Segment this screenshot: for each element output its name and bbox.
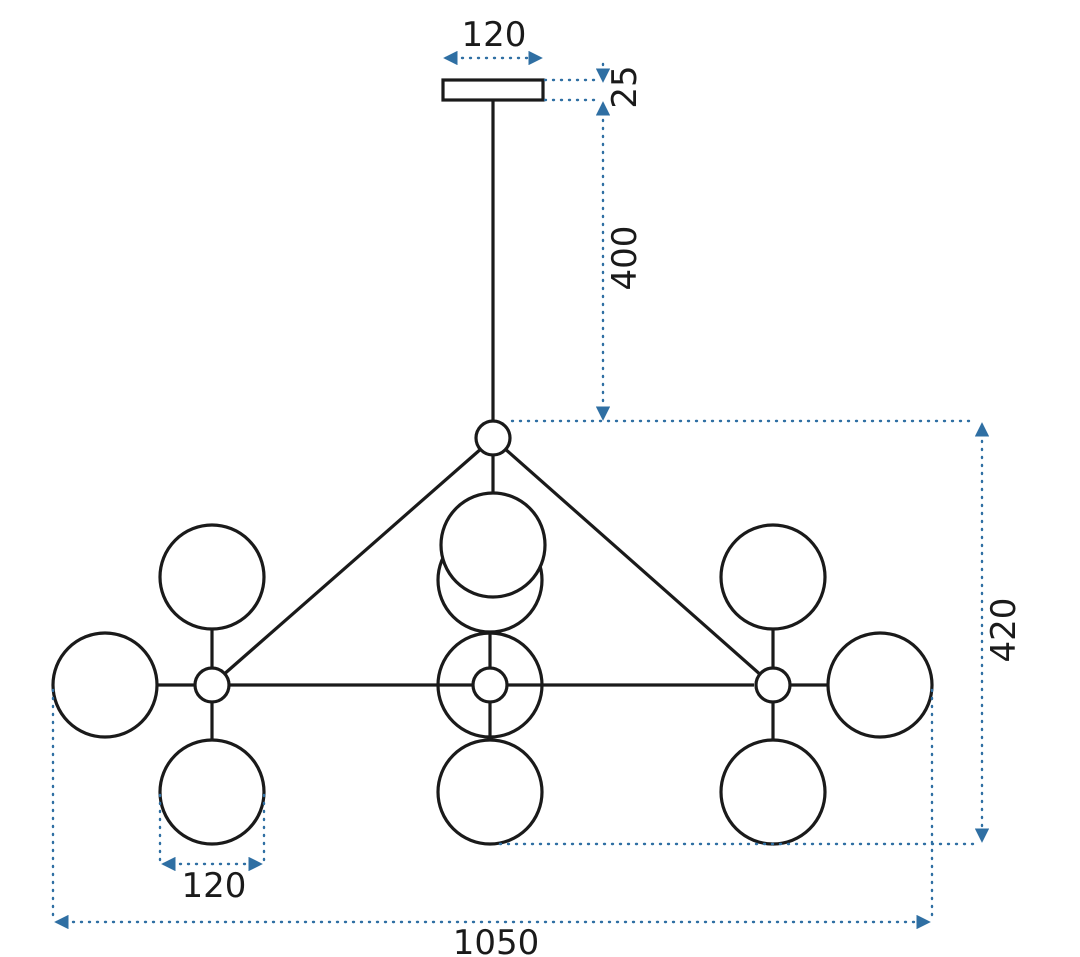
label-total-width: 1050 [453,923,540,957]
dimension-labels: 120 25 400 420 120 1050 [182,15,1024,957]
label-rod-length: 400 [605,226,645,291]
frame-arm-right [502,446,764,678]
hub-left [193,666,231,704]
label-globe-diameter: 120 [182,866,247,906]
hub-center [471,666,509,704]
globe-right-side [826,631,934,739]
label-canopy-height: 25 [605,65,645,108]
chandelier-drawing [51,78,934,846]
globe-left-bottom [158,738,266,846]
globe-left-side [51,631,159,739]
frame-arm-left [220,446,484,678]
globe-right-bottom [719,738,827,846]
label-canopy-width: 120 [462,15,527,55]
globe-right-top [719,523,827,631]
globe-left-top [158,523,266,631]
hub-top [474,419,512,457]
label-fixture-height: 420 [984,598,1024,663]
globe-center-top [439,491,547,599]
globe-center-bottom [436,738,544,846]
ceiling-canopy [441,78,545,102]
hub-right [754,666,792,704]
dimension-lines [51,50,990,930]
globe-center-front [436,631,544,739]
